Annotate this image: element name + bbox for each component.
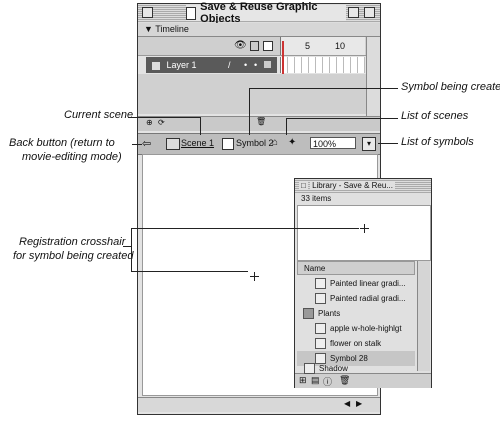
timeline-footer: ⊕ ⟳ 🗑: [138, 116, 380, 131]
library-item-shadow[interactable]: Shadow: [298, 362, 416, 376]
add-layer-icon[interactable]: ⊕: [146, 118, 153, 127]
layer-name: Layer 1: [166, 60, 197, 70]
zoom-box[interactable]: [348, 7, 359, 18]
lock-dot[interactable]: •: [254, 60, 258, 70]
lock-icon[interactable]: [250, 41, 259, 51]
zoom-dropdown-icon[interactable]: ▾: [362, 137, 376, 151]
library-item[interactable]: Painted radial gradi...: [297, 291, 415, 306]
callout-line: [249, 88, 250, 135]
library-item-count: 33 items: [301, 194, 332, 203]
library-folder[interactable]: Plants: [297, 306, 415, 321]
callout-line: [200, 117, 201, 135]
callout-line: [123, 246, 131, 247]
current-scene-label[interactable]: Scene 1: [181, 138, 215, 148]
library-scrollbar[interactable]: [417, 261, 430, 371]
new-folder-icon[interactable]: ▤: [311, 375, 320, 385]
new-symbol-icon[interactable]: ⊞: [299, 375, 307, 385]
library-item[interactable]: flower on stalk: [297, 336, 415, 351]
current-symbol-label[interactable]: Symbol 2: [236, 138, 274, 148]
library-preview-pane: [297, 205, 431, 261]
layer-row[interactable]: Layer 1 / • •: [146, 57, 277, 73]
folder-icon: [303, 308, 314, 320]
callout-back-button-2: movie-editing mode): [22, 151, 122, 163]
gradient-icon: [315, 293, 326, 305]
callout-line: [131, 271, 248, 272]
edit-bar: ⇦ Scene 1 Symbol 2 ⌂ ✦ 100% ▾: [138, 133, 380, 155]
callout-list-symbols: List of symbols: [401, 136, 474, 148]
gradient-icon: [315, 278, 326, 290]
callout-registration-2: for symbol being created: [13, 250, 134, 262]
callout-line: [249, 88, 398, 89]
properties-icon[interactable]: ⓘ: [323, 377, 333, 387]
timeline-label: Timeline: [155, 24, 189, 34]
timeline-vertical-scrollbar[interactable]: [366, 37, 380, 117]
pencil-icon: /: [228, 60, 231, 70]
playhead[interactable]: [282, 41, 284, 75]
edit-scene-icon[interactable]: ⌂: [272, 137, 279, 148]
window-title-box: Save & Reuse Graphic Objects: [186, 1, 346, 25]
eye-icon[interactable]: 👁: [234, 40, 247, 51]
layer-icon: [152, 61, 160, 70]
callout-current-scene: Current scene: [64, 109, 134, 121]
movie-clip-icon: [304, 363, 315, 375]
document-icon: [186, 6, 197, 20]
callout-line: [286, 118, 287, 135]
collapse-box[interactable]: [364, 7, 375, 18]
close-box[interactable]: [142, 7, 153, 18]
library-item-selected[interactable]: Symbol 28: [297, 351, 415, 366]
flash-main-window: Save & Reuse Graphic Objects ▼ Timeline …: [137, 1, 381, 415]
library-column-header[interactable]: Name: [297, 261, 415, 275]
library-collapse-icon[interactable]: □: [299, 181, 308, 190]
back-arrow-icon[interactable]: ⇦: [142, 138, 152, 150]
disclosure-triangle-icon[interactable]: ▼: [144, 24, 153, 34]
window-title: Save & Reuse Graphic Objects: [200, 1, 318, 25]
callout-line: [128, 117, 200, 118]
delete-icon[interactable]: 🗑: [339, 375, 351, 385]
frame-ruler[interactable]: 5 10: [280, 37, 365, 55]
library-footer: ⊞ ▤ ⓘ 🗑: [295, 373, 431, 388]
library-panel: □ Library - Save & Reu... 33 items Name …: [294, 178, 432, 388]
add-guide-icon[interactable]: ⟳: [158, 118, 165, 127]
trash-icon[interactable]: 🗑: [256, 117, 267, 126]
symbol-icon: [222, 138, 234, 150]
registration-crosshair: [250, 272, 259, 281]
library-titlebar[interactable]: □ Library - Save & Reu...: [295, 179, 431, 193]
library-item[interactable]: apple w-hole-highlgt: [297, 321, 415, 336]
scene-icon: [166, 138, 180, 150]
callout-line: [378, 143, 398, 144]
callout-registration-1: Registration crosshair: [19, 236, 126, 248]
graphic-symbol-icon: [315, 353, 326, 365]
graphic-symbol-icon: [315, 338, 326, 350]
callout-bracket: [131, 228, 132, 272]
outline-icon[interactable]: [263, 41, 273, 51]
frame-cells[interactable]: [280, 57, 365, 73]
library-item[interactable]: Painted linear gradi...: [297, 276, 415, 291]
ruler-tick-5: 5: [305, 41, 311, 51]
callout-list-scenes: List of scenes: [401, 110, 469, 122]
timeline-bar[interactable]: ▼ Timeline: [138, 23, 380, 37]
ruler-tick-10: 10: [335, 41, 346, 51]
visibility-dot[interactable]: •: [244, 60, 248, 70]
scroll-right-icon[interactable]: ▶: [356, 399, 363, 408]
callout-back-button-1: Back button (return to: [9, 137, 115, 149]
callout-line: [132, 144, 142, 145]
preview-crosshair: [360, 224, 369, 233]
graphic-symbol-icon: [315, 323, 326, 335]
callout-symbol-created: Symbol being created: [401, 81, 500, 93]
callout-line: [286, 118, 398, 119]
zoom-field[interactable]: 100%: [310, 137, 356, 149]
library-title: Library - Save & Reu...: [310, 181, 395, 190]
scroll-left-icon[interactable]: ◀: [344, 399, 351, 408]
callout-line: [131, 228, 359, 229]
horizontal-scrollbar[interactable]: ◀ ▶: [138, 397, 380, 412]
edit-symbols-icon[interactable]: ✦: [288, 137, 297, 148]
window-titlebar[interactable]: Save & Reuse Graphic Objects: [138, 1, 380, 25]
timeline-empty-area: [138, 74, 366, 114]
outline-square[interactable]: [264, 61, 271, 68]
